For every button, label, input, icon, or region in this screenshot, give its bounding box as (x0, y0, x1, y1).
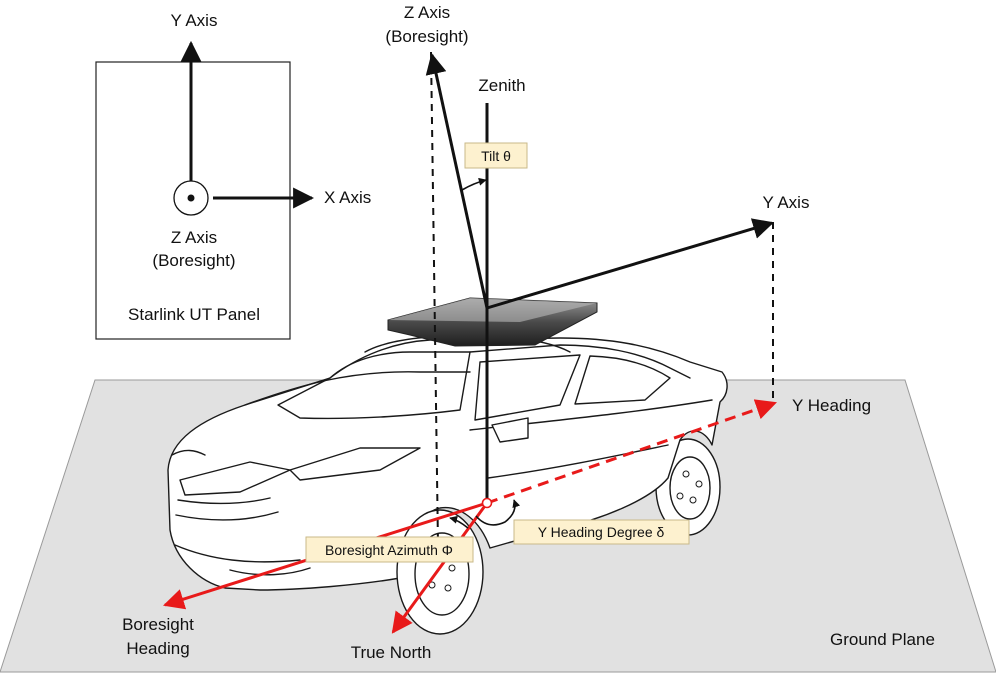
origin-point (481, 497, 493, 509)
z-axis-label: Z Axis (404, 3, 450, 22)
y-axis-label: Y Axis (763, 193, 810, 212)
y-heading-label: Y Heading (792, 396, 871, 415)
boresight-azimuth-tag (305, 536, 474, 563)
y-axis-arrow (486, 218, 775, 310)
panel-z-axis-label: Z Axis (171, 228, 217, 247)
y-heading-degree-arc (475, 499, 521, 526)
boresight-heading-label: Boresight (122, 615, 194, 634)
ground-plane-label: Ground Plane (830, 630, 935, 649)
boresight-azimuth-label: Boresight Azimuth Φ (325, 542, 453, 558)
panel-x-axis-label: X Axis (324, 188, 371, 207)
y-heading-dashed-arrow (486, 399, 777, 505)
panel-caption: Starlink UT Panel (128, 305, 260, 324)
tilt-tag (464, 142, 528, 169)
y-heading-degree-tag (513, 519, 690, 545)
tilt-label: Tilt θ (481, 148, 511, 164)
boresight-heading-sublabel: Heading (126, 639, 189, 658)
panel-z-axis-sublabel: (Boresight) (152, 251, 235, 270)
panel-z-axis-dot (187, 194, 195, 202)
starlink-dish-top (388, 298, 597, 322)
y-heading-degree-label: Y Heading Degree δ (538, 524, 665, 540)
tilt-arc (461, 177, 487, 191)
zenith-label: Zenith (478, 76, 525, 95)
true-north-label: True North (351, 643, 432, 662)
z-axis-sublabel: (Boresight) (385, 27, 468, 46)
true-north-arrow (391, 502, 489, 634)
boresight-projection-dashed (430, 51, 439, 546)
boresight-azimuth-arc (449, 515, 469, 529)
z-axis-boresight-arrow (425, 52, 489, 309)
panel-y-axis-label: Y Axis (171, 11, 218, 30)
